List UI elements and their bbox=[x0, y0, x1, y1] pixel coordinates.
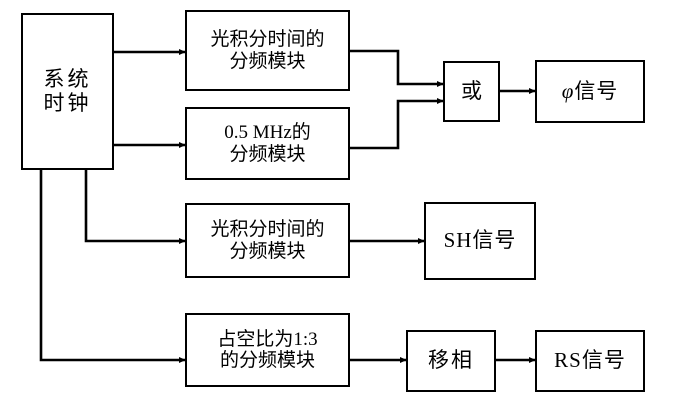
block-label-line: 移相 bbox=[428, 348, 474, 373]
block-sh-signal-output: SH信号 bbox=[424, 202, 536, 280]
block-phi-signal-output: φ信号 bbox=[535, 60, 645, 123]
block-integration-time-divider-top: 光积分时间的分频模块 bbox=[185, 10, 350, 91]
block-label-line: 时钟 bbox=[43, 90, 92, 115]
block-integration-time-divider-middle: 光积分时间的分频模块 bbox=[185, 203, 350, 278]
block-half-mhz-divider: 0.5 MHz的分频模块 bbox=[185, 107, 350, 180]
wire-clock-to-duty-divider bbox=[39, 170, 186, 364]
block-label-line: 光积分时间的 bbox=[210, 29, 325, 51]
block-label-line: RS信号 bbox=[554, 348, 626, 373]
block-system-clock: 系统时钟 bbox=[21, 13, 114, 170]
block-label-line: 系统 bbox=[43, 66, 92, 91]
block-label-line: 分频模块 bbox=[229, 240, 306, 262]
block-label-line: φ信号 bbox=[561, 78, 619, 103]
block-label-line: 的分频模块 bbox=[219, 350, 315, 371]
block-label-line: 或 bbox=[461, 78, 482, 103]
block-phase-shift: 移相 bbox=[406, 330, 496, 392]
wire-half-mhz-to-or bbox=[350, 97, 444, 150]
block-or-gate: 或 bbox=[443, 61, 500, 122]
block-label-line: 分频模块 bbox=[229, 50, 306, 72]
block-rs-signal-output: RS信号 bbox=[535, 330, 645, 392]
block-label-line: 分频模块 bbox=[229, 143, 306, 165]
block-label-line: 占空比为1:3 bbox=[217, 328, 318, 350]
wire-clock-to-integration-middle bbox=[84, 170, 186, 245]
block-label-line: SH信号 bbox=[443, 228, 517, 253]
phi-glyph: φ bbox=[561, 78, 575, 103]
block-label-line: 0.5 MHz的 bbox=[224, 122, 311, 144]
block-label-line: 光积分时间的 bbox=[210, 219, 325, 241]
wire-integration-top-to-or bbox=[350, 49, 444, 88]
